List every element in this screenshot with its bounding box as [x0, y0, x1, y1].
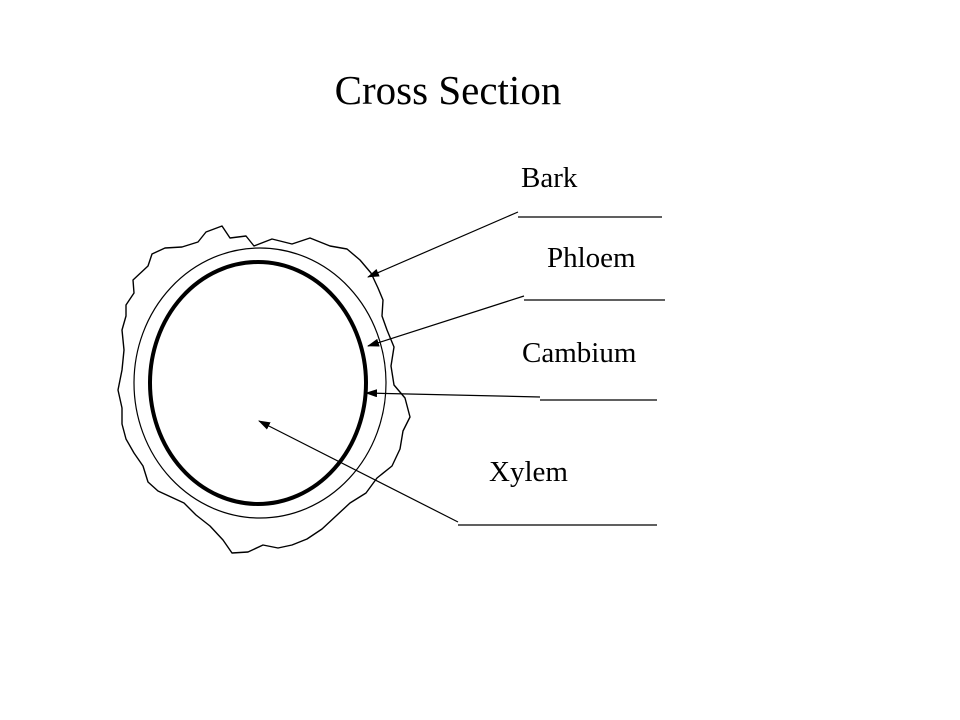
phloem-arrow: [367, 295, 525, 347]
bark-outline: [117, 225, 411, 554]
bark-arrow: [367, 211, 519, 278]
phloem-ring: [133, 247, 387, 519]
label-phloem: Phloem: [547, 242, 636, 274]
label-xylem: Xylem: [489, 456, 568, 488]
diagram-title: Cross Section: [334, 67, 562, 113]
label-bark: Bark: [521, 162, 578, 194]
cambium-arrow: [365, 389, 541, 398]
xylem-arrow: [258, 420, 459, 523]
cambium-ring: [148, 260, 368, 506]
label-cambium: Cambium: [522, 337, 637, 369]
